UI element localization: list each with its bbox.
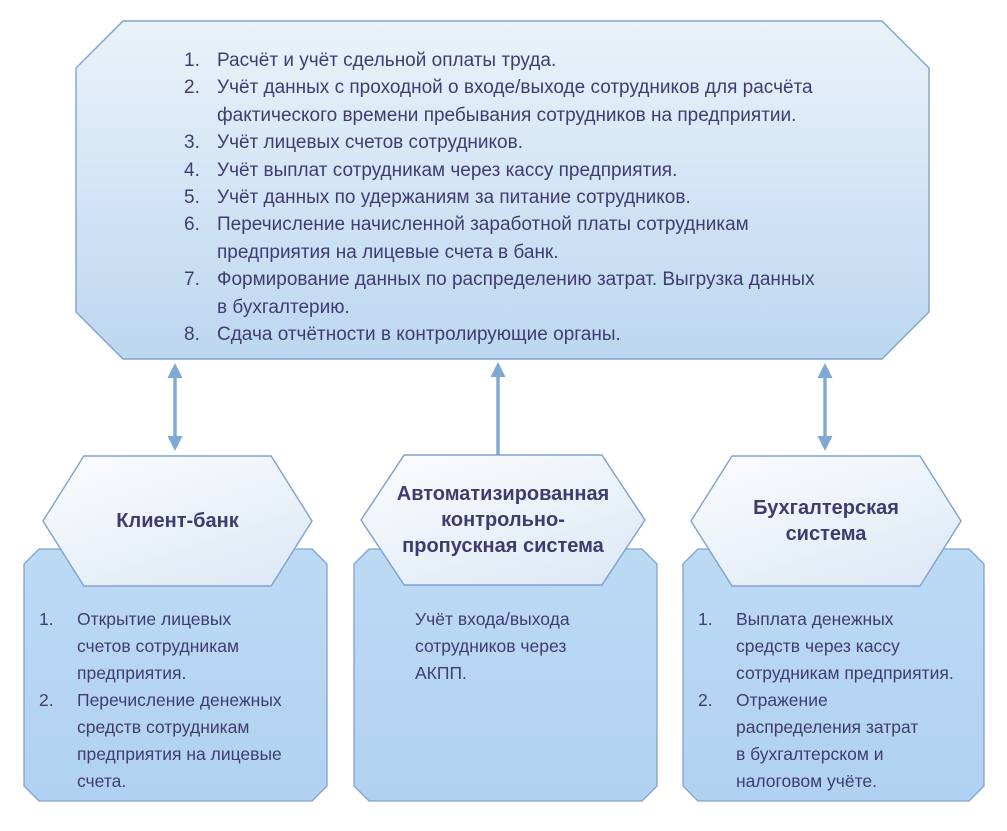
hexagon-shape [690,455,962,587]
list-item: 6. Перечисление начисленной заработной пл… [184,211,900,266]
item-text: Открытие лицевых счетов сотрудникам пред… [77,609,240,683]
double-arrow-icon [163,363,187,451]
item-number: 2. [39,690,54,710]
list-item: 7. Формирование данных по распределению з… [184,266,900,321]
list-item: 2. Учёт данных с проходной о входе/выходе… [184,74,900,129]
accounting-list: 1. Выплата денежных средств через кассу с… [682,548,985,795]
item-text: Отражение распределения затрат в бухгалт… [736,690,919,791]
card-shape [682,548,985,802]
item-number: 6. [184,214,200,236]
system-title: Автоматизированная контрольно- пропускна… [396,483,610,557]
item-number: 2. [184,77,200,99]
list-item: 1. Выплата денежных средств через кассу с… [682,606,985,687]
item-number: 1. [39,609,54,629]
hexagon-shape [42,455,313,587]
item-text: Перечисление начисленной заработной плат… [217,214,749,263]
system-title: Бухгалтерская система [753,497,899,545]
item-number: 2. [698,690,713,710]
item-text: Сдача отчётности в контролирующие органы… [217,324,621,346]
access-control-text: Учёт входа/выхода сотрудников через АКПП… [415,609,570,683]
list-item: 5. Учёт данных по удержаниям за питание с… [184,184,900,211]
item-number: 1. [698,609,713,629]
item-number: 8. [184,324,200,346]
accounting-card: 1. Выплата денежных средств через кассу с… [682,548,985,802]
octagon-shape [75,20,930,360]
list-item: 1. Расчёт и учёт сдельной оплаты труда. [184,47,900,74]
item-number: 4. [184,159,200,181]
item-text: Учёт выплат сотрудникам через кассу пред… [217,159,678,181]
main-functions-list: 1. Расчёт и учёт сдельной оплаты труда. 2… [75,20,930,348]
main-functions-panel: 1. Расчёт и учёт сдельной оплаты труда. 2… [75,20,930,360]
item-text: Учёт данных с проходной о входе/выходе с… [217,77,813,126]
up-arrow-icon [486,362,510,455]
list-item: 1. Открытие лицевых счетов сотрудникам пр… [23,606,328,687]
item-text: Учёт лицевых счетов сотрудников. [217,132,523,154]
item-text: Формирование данных по распределению зат… [217,269,815,318]
client-bank-hexagon: Клиент-банк [42,455,313,587]
access-control-hexagon: Автоматизированная контрольно- пропускна… [360,454,646,586]
card-shape [353,548,658,802]
item-number: 7. [184,269,200,291]
list-item: 2. Отражение распределения затрат в бухга… [682,687,985,795]
hexagon-shape [360,454,646,586]
card-shape [23,548,328,802]
system-title: Клиент-банк [116,510,239,532]
client-bank-card: 1. Открытие лицевых счетов сотрудникам пр… [23,548,328,802]
access-control-card: Учёт входа/выхода сотрудников через АКПП… [353,548,658,802]
list-item: 4. Учёт выплат сотрудникам через кассу пр… [184,157,900,184]
item-number: 5. [184,187,200,209]
accounting-hexagon: Бухгалтерская система [690,455,962,587]
list-item: 2. Перечисление денежных средств сотрудни… [23,687,328,795]
item-number: 1. [184,50,200,71]
double-arrow-icon [813,363,837,451]
client-bank-list: 1. Открытие лицевых счетов сотрудникам пр… [23,548,328,795]
item-text: Перечисление денежных средств сотрудника… [77,690,282,791]
item-text: Учёт данных по удержаниям за питание сот… [217,187,691,209]
item-number: 3. [184,132,200,154]
list-item: 3. Учёт лицевых счетов сотрудников. [184,129,900,156]
list-item: 8. Сдача отчётности в контролирующие орга… [184,321,900,348]
item-text: Расчёт и учёт сдельной оплаты труда. [217,50,557,71]
item-text: Выплата денежных средств через кассу сот… [736,609,954,683]
